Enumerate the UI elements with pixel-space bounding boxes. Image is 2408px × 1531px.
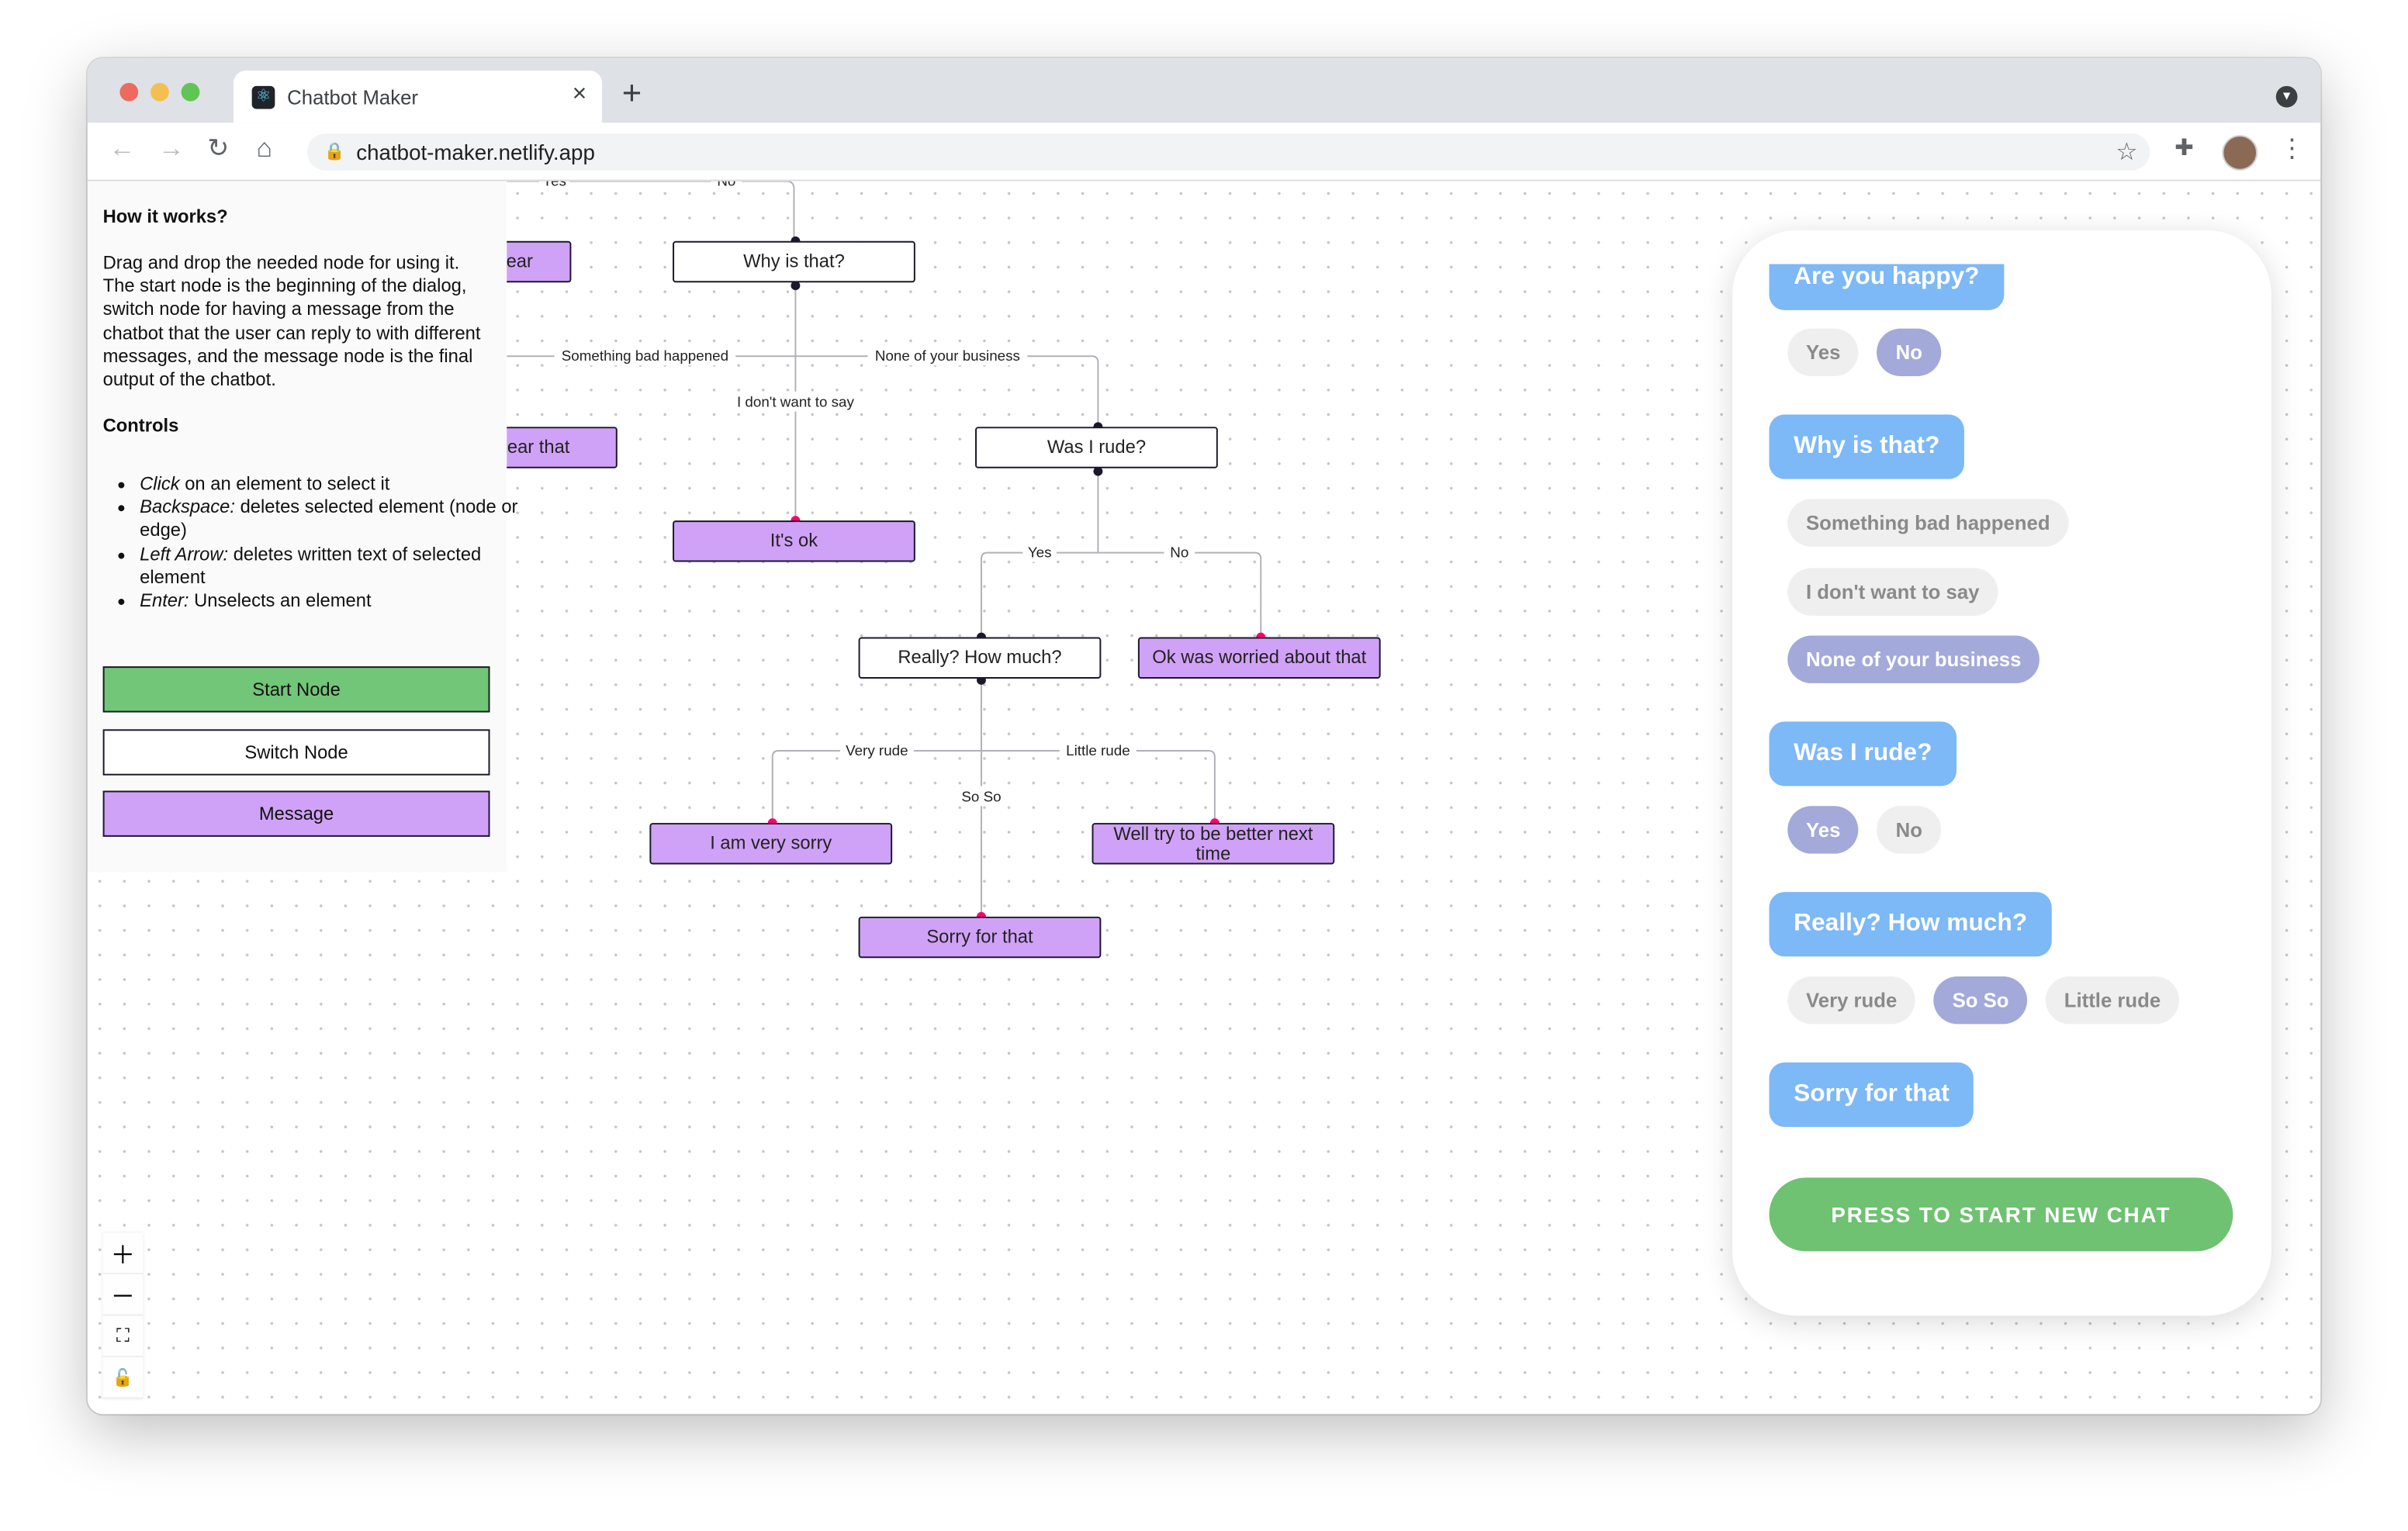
lock-toggle-button[interactable]: 🔓 [102,1356,144,1399]
edge-little-rude [981,750,1216,821]
handle [791,281,801,291]
edge-label: I don't want to say [737,394,855,410]
tab-search-icon[interactable]: ▼ [2275,85,2298,108]
switch-node[interactable]: Was I rude? [975,427,1218,468]
react-logo-icon: ⚛ [251,85,275,109]
start-node-button[interactable]: Start Node [102,666,490,713]
chat-preview: Are you happy? Yes No Why is that? Somet… [1732,230,2271,1316]
reply-option[interactable]: Very rude [1787,976,1916,1025]
edge-label: So So [961,788,1001,804]
switch-node-button[interactable]: Switch Node [102,729,490,776]
control-item: Click on an element to select it [140,473,524,496]
reply-option[interactable]: I don't want to say [1787,568,1998,616]
edge-yes [980,471,1099,634]
tab-bar: ⚛ Chatbot Maker × + ▼ [87,58,2321,123]
maximize-window-button[interactable] [181,82,200,102]
new-tab-button[interactable]: + [621,74,642,112]
url-bar[interactable]: 🔒 chatbot-maker.netlify.app ☆ [306,133,2150,171]
browser-menu-icon[interactable]: ⋮ [2278,133,2306,163]
controls-title: Controls [102,414,179,437]
reply-option[interactable]: Little rude [2046,976,2179,1025]
handle [1093,466,1103,476]
lock-icon: 🔒 [323,143,345,161]
zoom-in-button[interactable]: ＋ [102,1232,144,1275]
reply-option[interactable]: Yes [1787,328,1860,377]
home-icon[interactable]: ⌂ [256,133,272,163]
edge-label: Something bad happened [562,347,728,364]
reply-option[interactable]: Something bad happened [1787,499,2069,547]
bot-message: Was I rude? [1769,721,1957,786]
bot-message: Really? How much? [1769,892,2052,957]
bookmark-star-icon[interactable]: ☆ [2116,140,2138,166]
browser-tab[interactable]: ⚛ Chatbot Maker × [233,71,603,123]
reply-option-selected[interactable]: So So [1933,976,2028,1025]
info-sidebar: How it works? Drag and drop the needed n… [87,181,517,873]
message-node[interactable]: Sorry for that [858,916,1102,959]
edge-none-business [795,355,1099,424]
control-item: Backspace: deletes selected element (nod… [140,496,524,543]
browser-window: ⚛ Chatbot Maker × + ▼ ← → ↻ ⌂ 🔒 chatbot-… [87,58,2321,1415]
close-tab-icon[interactable]: × [572,81,587,108]
edge-label: Yes [542,181,566,189]
edge-label: No [717,181,735,189]
message-node-button[interactable]: Message [102,790,490,837]
bot-message: Are you happy? [1769,264,2005,310]
how-it-works-title: How it works? [102,206,228,227]
close-window-button[interactable] [119,82,139,102]
control-item: Left Arrow: deletes written text of sele… [140,543,524,589]
reload-icon[interactable]: ↻ [207,133,230,163]
profile-avatar[interactable] [2222,135,2258,171]
controls-list: Click on an element to select it Backspa… [103,473,524,613]
reply-option[interactable]: No [1877,806,1941,854]
edge-label: None of your business [875,347,1020,364]
minimize-window-button[interactable] [150,82,169,102]
flow-canvas[interactable]: Yes No Something bad happened I don't wa… [87,181,2321,1415]
switch-node[interactable]: Why is that? [673,240,915,283]
message-node[interactable]: I am very sorry [649,823,893,865]
url-text: chatbot-maker.netlify.app [356,140,595,164]
edge-label: No [1170,544,1188,561]
how-it-works-text: Drag and drop the needed node for using … [102,251,481,390]
tab-title: Chatbot Maker [287,85,418,109]
back-icon[interactable]: ← [109,133,136,163]
message-node[interactable]: Well try to be better next time [1092,823,1335,865]
reply-option-selected[interactable]: None of your business [1787,635,2040,683]
reply-option-selected[interactable]: Yes [1787,806,1860,854]
flow-edges: Yes No Something bad happened I don't wa… [507,181,1266,921]
edge-no [1098,551,1262,634]
bot-message: Sorry for that [1769,1062,1974,1128]
extensions-icon[interactable]: ✚ [2174,135,2195,161]
chat-messages[interactable]: Are you happy? Yes No Why is that? Somet… [1732,264,2271,1315]
reply-option-selected[interactable]: No [1877,328,1941,377]
forward-icon[interactable]: → [157,133,185,163]
edge-very-rude [771,679,982,821]
edge-no-top [671,181,795,238]
message-node[interactable]: Ok was worried about that [1137,637,1381,679]
edge-label: Very rude [846,742,908,759]
message-node[interactable]: It's ok [673,520,915,562]
canvas-controls: ＋ － ⛶ 🔓 [102,1232,144,1399]
control-item: Enter: Unselects an element [140,589,524,613]
edge-label: Little rude [1066,742,1130,759]
start-new-chat-button[interactable]: PRESS TO START NEW CHAT [1769,1177,2233,1252]
fit-view-button[interactable]: ⛶ [102,1315,144,1357]
bot-message: Why is that? [1769,414,1965,479]
edge-label: Yes [1028,544,1052,561]
address-bar-row: ← → ↻ ⌂ 🔒 chatbot-maker.netlify.app ☆ ✚ … [87,123,2321,181]
switch-node[interactable]: Really? How much? [858,637,1102,679]
zoom-out-button[interactable]: － [102,1274,144,1316]
